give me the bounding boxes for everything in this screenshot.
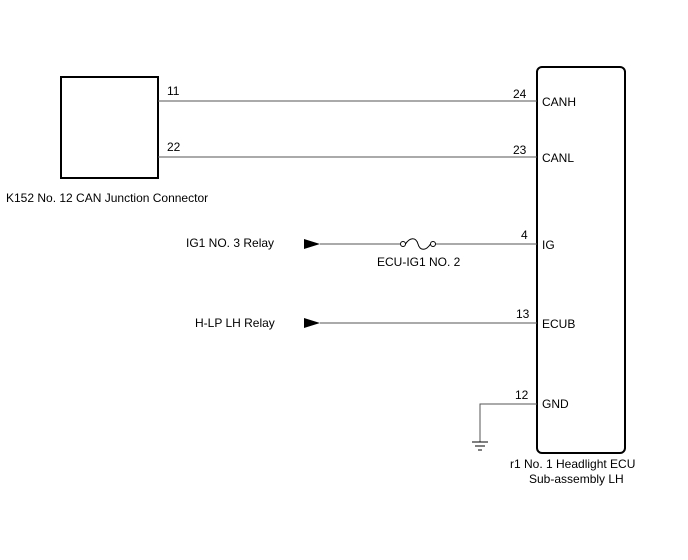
ecu-label-line1: r1 No. 1 Headlight ECU bbox=[510, 457, 635, 471]
gnd-wire bbox=[479, 403, 537, 442]
ecu-box bbox=[536, 66, 626, 454]
fuse-icon bbox=[405, 238, 431, 250]
ground-icon bbox=[472, 441, 488, 451]
ecu-terminal-gnd: GND bbox=[542, 397, 569, 411]
connector-pin-11: 11 bbox=[167, 84, 180, 98]
ecu-terminal-ecub: ECUB bbox=[542, 317, 575, 331]
ecu-pin-4: 4 bbox=[521, 228, 528, 242]
ig1-relay-label: IG1 NO. 3 Relay bbox=[186, 236, 274, 250]
connector-box bbox=[60, 76, 159, 179]
ecu-pin-24: 24 bbox=[513, 87, 527, 101]
ecu-pin-23: 23 bbox=[513, 143, 527, 157]
ecu-pin-13: 13 bbox=[516, 307, 530, 321]
ecu-terminal-canl: CANL bbox=[542, 151, 574, 165]
fuse-label: ECU-IG1 NO. 2 bbox=[377, 255, 461, 269]
fuse-terminal-left bbox=[400, 241, 406, 247]
fuse-terminal-right bbox=[430, 241, 436, 247]
ecu-pin-12: 12 bbox=[515, 388, 529, 402]
ig1-arrow-icon bbox=[304, 239, 320, 249]
hlp-relay-label: H-LP LH Relay bbox=[195, 316, 275, 330]
connector-pin-22: 22 bbox=[167, 140, 181, 154]
hlp-arrow-icon bbox=[304, 318, 320, 328]
connector-label: K152 No. 12 CAN Junction Connector bbox=[6, 191, 208, 205]
ecu-label-line2: Sub-assembly LH bbox=[529, 472, 624, 486]
ecu-terminal-canh: CANH bbox=[542, 95, 576, 109]
ecu-terminal-ig: IG bbox=[542, 238, 555, 252]
